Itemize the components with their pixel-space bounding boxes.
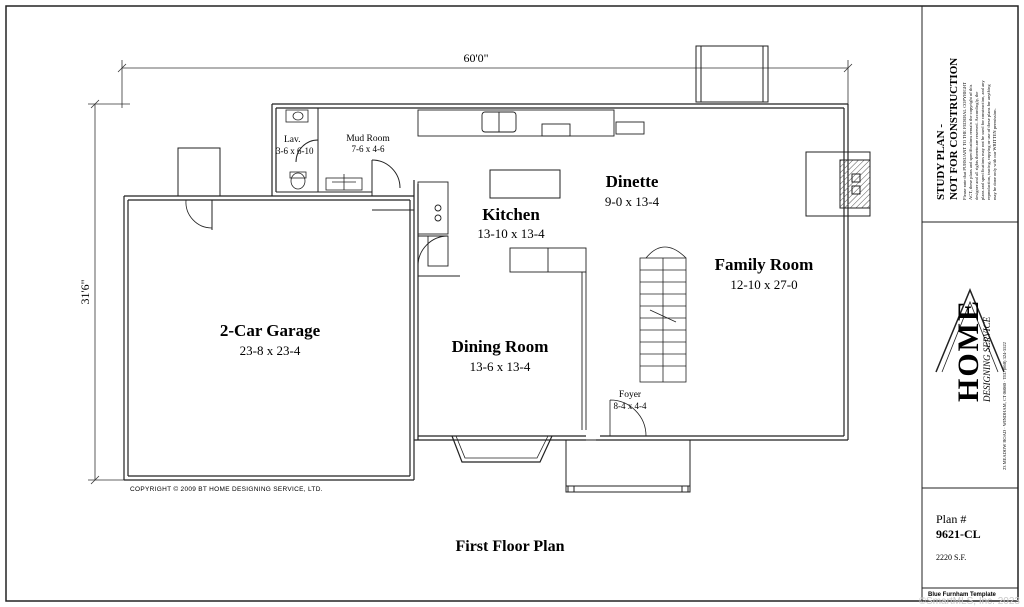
title-block — [921, 6, 1018, 601]
dinette-dim: 9-0 x 13-4 — [605, 194, 660, 209]
dining-room-name: Dining Room — [452, 337, 549, 356]
depth-dimension-label: 31'6" — [78, 279, 92, 304]
stairs — [639, 246, 687, 383]
copyright-note: COPYRIGHT © 2009 BT HOME DESIGNING SERVI… — [130, 485, 323, 493]
kitchen-peninsula — [509, 247, 587, 430]
family-room-name: Family Room — [715, 255, 814, 274]
garage-name: 2-Car Garage — [220, 321, 321, 340]
sheet-border — [5, 5, 1019, 602]
logo-text: HOME — [952, 299, 985, 402]
dinette-name: Dinette — [606, 172, 659, 191]
mud-room-walls — [276, 108, 414, 211]
fine-print-5: reproduction, tracing, copying or use of… — [986, 84, 992, 200]
fine-print-6: may be done only with our WRITTEN permis… — [992, 108, 997, 200]
mud-room-name: Mud Room — [346, 134, 390, 144]
study-plan-line2: NOT FOR CONSTRUCTION — [948, 58, 960, 200]
garage-door-swing — [185, 199, 213, 229]
front-porch — [565, 439, 691, 493]
study-plan-line1: STUDY PLAN - — [935, 124, 947, 200]
square-feet: 2220 S.F. — [936, 553, 966, 562]
foyer-door-swing — [609, 399, 647, 437]
lav-name: Lav. — [284, 135, 301, 145]
plan-number: 9621-CL — [936, 527, 981, 541]
family-room-dim: 12-10 x 27-0 — [730, 277, 797, 292]
kitchen-dim: 13-10 x 13-4 — [477, 226, 545, 241]
fine-print-3: designer and all rights thereto are rese… — [974, 92, 980, 200]
kitchen-range — [417, 181, 449, 267]
bay-window — [451, 435, 553, 463]
mud-room-dim: 7-6 x 4-6 — [352, 144, 385, 154]
lav-fixtures — [285, 109, 309, 190]
fine-print-1: Please note that PURSUANT TO THE FEDERAL… — [962, 82, 967, 200]
plan-number-label: Plan # — [936, 512, 966, 526]
template-label: Blue Furnham Template — [928, 592, 997, 598]
garage-dim: 23-8 x 23-4 — [240, 343, 301, 358]
mud-bench — [325, 174, 363, 191]
foyer-dim: 8-4 x 4-4 — [614, 401, 647, 411]
fine-print-4: plans and specifications may not be used… — [980, 80, 986, 200]
chimney-top — [695, 45, 769, 103]
kitchen-name: Kitchen — [482, 205, 540, 224]
fine-print-2: ACT, these plans and specifications rema… — [968, 84, 974, 200]
dining-room-dim: 13-6 x 13-4 — [470, 359, 531, 374]
watermark: ©SmartMLS, Inc. 2023 — [919, 596, 1021, 607]
kitchen-island — [489, 169, 561, 199]
company-address: 23 MEADOW ROAD · WINDHAM, CT 06080 · TEL… — [1002, 342, 1008, 470]
fireplace — [805, 151, 871, 217]
garage-stoop — [177, 147, 221, 197]
depth-dimension — [88, 99, 130, 485]
width-dimension — [117, 60, 853, 108]
foyer-name: Foyer — [619, 390, 642, 400]
width-dimension-label: 60'0" — [463, 51, 488, 65]
logo-subtext: DESIGNING SERVICE — [982, 316, 992, 403]
plan-title: First Floor Plan — [455, 538, 564, 555]
exterior-walls — [271, 103, 849, 480]
company-logo: HOME DESIGNING SERVICE 23 MEADOW ROAD · … — [935, 288, 1008, 470]
kitchen-counter — [417, 109, 645, 137]
lav-dim: 3-6 x 6-10 — [276, 146, 314, 156]
garage-walls — [123, 195, 414, 481]
